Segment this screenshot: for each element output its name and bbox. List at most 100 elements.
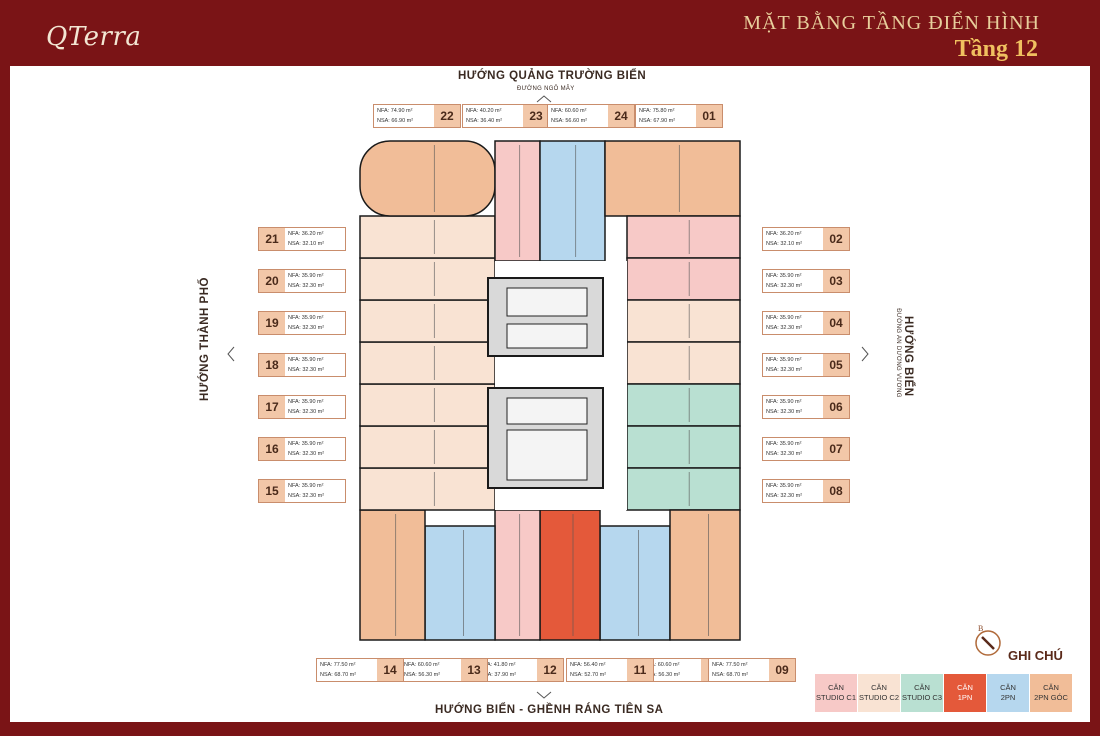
unit-05[interactable] [626, 341, 741, 385]
unit-08[interactable] [626, 467, 741, 511]
unit-14[interactable] [359, 509, 426, 641]
compass-needle [981, 636, 995, 650]
unit-number: 08 [823, 480, 849, 502]
compass-rose: B [975, 624, 1001, 656]
unit-nsa: NSA: 37.90 m² [480, 672, 517, 678]
unit-number: 22 [434, 105, 460, 127]
compass-circle [975, 630, 1001, 656]
unit-15[interactable] [359, 467, 496, 511]
unit-16[interactable] [359, 425, 496, 469]
unit-20[interactable] [359, 257, 496, 301]
unit-01[interactable] [604, 140, 741, 217]
unit-13[interactable] [424, 525, 496, 641]
legend-line1: CĂN [1000, 683, 1016, 692]
unit-nsa: NSA: 32.30 m² [288, 325, 325, 331]
legend-line2: STUDIO C3 [901, 693, 942, 702]
unit-number: 02 [823, 228, 849, 250]
arrow-right [861, 346, 869, 362]
legend-line1: CĂN [871, 683, 887, 692]
unit-12[interactable] [494, 509, 541, 641]
legend-line1: CĂN [914, 683, 930, 692]
unit-02[interactable] [626, 215, 741, 259]
core-layer [487, 261, 627, 510]
unit-nfa: NFA: 35.90 m² [766, 273, 802, 279]
unit-number: 06 [823, 396, 849, 418]
unit-number: 13 [461, 659, 487, 681]
unit-nfa: NFA: 56.40 m² [570, 662, 606, 668]
legend-title: GHI CHÚ [1008, 648, 1063, 663]
unit-number: 09 [769, 659, 795, 681]
unit-nfa: NFA: 75.80 m² [639, 108, 675, 114]
unit-03[interactable] [626, 257, 741, 301]
unit-09[interactable] [669, 509, 741, 641]
unit-22[interactable] [359, 140, 496, 217]
unit-number: 24 [608, 105, 634, 127]
legend-line2: 2PN GÓC [1034, 693, 1068, 702]
unit-17[interactable] [359, 383, 496, 427]
compass-b: B [978, 624, 983, 633]
unit-nfa: NFA: 35.90 m² [288, 483, 324, 489]
unit-nsa: NSA: 32.30 m² [766, 367, 803, 373]
unit-24[interactable] [539, 140, 606, 262]
unit-nfa: NFA: 35.90 m² [766, 357, 802, 363]
unit-nsa: NSA: 32.30 m² [766, 493, 803, 499]
unit-nsa: NSA: 56.60 m² [551, 118, 588, 124]
unit-19[interactable] [359, 299, 496, 343]
unit-23[interactable] [494, 140, 541, 262]
arrow-bottom [536, 691, 552, 699]
unit-11[interactable] [539, 509, 601, 641]
unit-21[interactable] [359, 215, 496, 259]
unit-04[interactable] [626, 299, 741, 343]
unit-nfa: NFA: 77.50 m² [712, 662, 748, 668]
unit-07[interactable] [626, 425, 741, 469]
unit-nsa: NSA: 32.30 m² [766, 409, 803, 415]
unit-number: 01 [696, 105, 722, 127]
unit-nsa: NSA: 32.10 m² [766, 241, 803, 247]
unit-area: NFA: 35.90 m² NSA: 32.30 m² [763, 354, 823, 376]
unit-10[interactable] [599, 525, 671, 641]
unit-06[interactable] [626, 383, 741, 427]
unit-number: 23 [523, 105, 549, 127]
legend-line2: STUDIO C2 [858, 693, 899, 702]
unit-nsa: NSA: 32.30 m² [288, 493, 325, 499]
unit-18[interactable] [359, 341, 496, 385]
unit-nsa: NSA: 32.30 m² [288, 409, 325, 415]
unit-nfa: NFA: 36.20 m² [288, 231, 324, 237]
